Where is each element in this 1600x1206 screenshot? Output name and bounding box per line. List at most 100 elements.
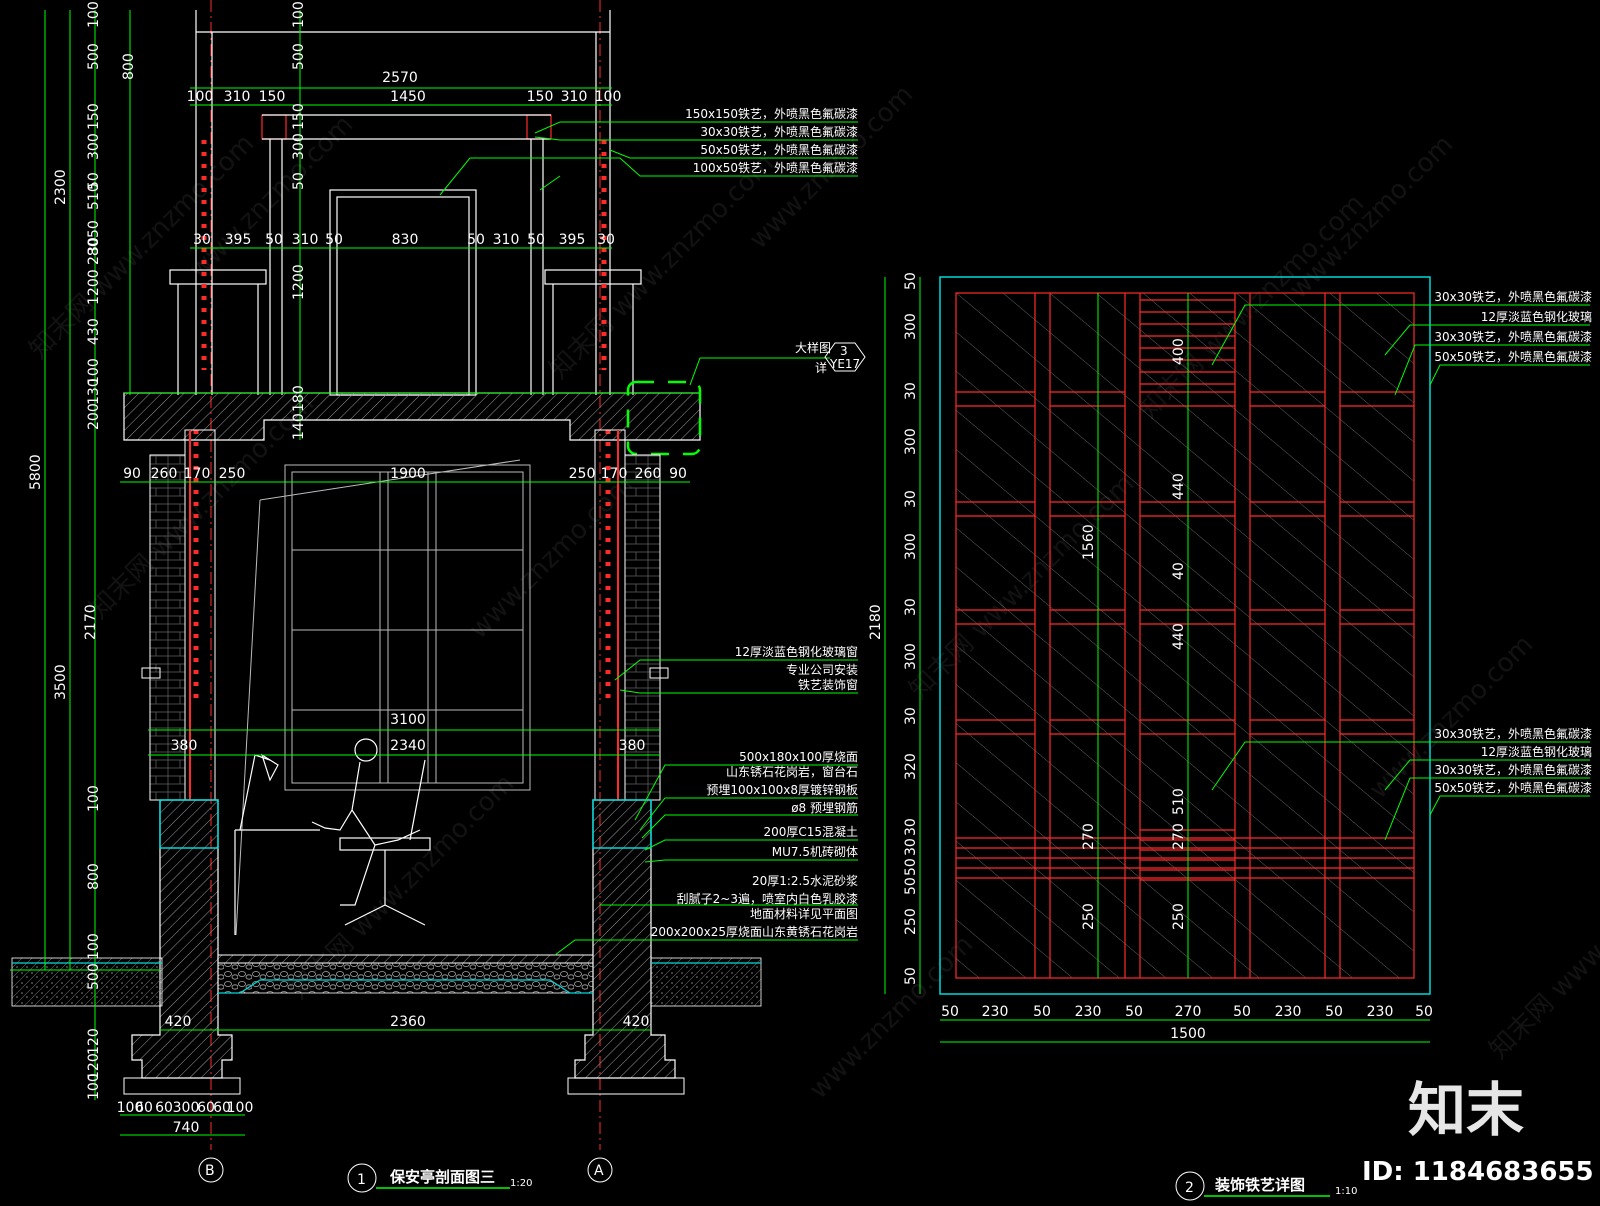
watermark-text: www.znzmo.com — [1284, 130, 1459, 305]
dim-left-small-1: 500 — [86, 43, 102, 70]
note-bottom-7: 刮腻子2~3遍，喷室内白色乳胶漆 — [677, 891, 858, 906]
axis-bubble-b — [198, 1157, 224, 1183]
dim-footing-1: 60 — [155, 1100, 173, 1116]
dim-detail-left-11: 30 — [903, 838, 919, 856]
note-bottom-4: 200厚C15混凝土 — [763, 824, 858, 839]
dim-top-row1-2: 150 — [259, 89, 286, 105]
callout-hexagon — [824, 342, 866, 372]
callout-sheet: YE17 — [829, 357, 860, 371]
dim-bottom-2: 420 — [623, 1014, 650, 1030]
detail-note-top-1: 12厚淡蓝色钢化玻璃 — [1481, 310, 1592, 324]
dim-detail-left-6: 30 — [903, 598, 919, 616]
dim-top-row1-1: 310 — [224, 89, 251, 105]
detail-scale: 1:10 — [1335, 1186, 1357, 1197]
dim-left-inner-0: 2170 — [83, 604, 99, 640]
dim-center-5: 1200 — [291, 264, 307, 300]
dim-detail-left-0: 50 — [903, 272, 919, 290]
dim-detail-left-15: 50 — [903, 967, 919, 985]
note-bottom-6: 20厚1:2.5水泥砂浆 — [752, 873, 858, 888]
detail-title: 装饰铁艺详图 — [1214, 1176, 1305, 1194]
dim-left-small-14: 800 — [86, 863, 102, 890]
dim-top-row3-6: 170 — [601, 466, 628, 482]
detail-note-top-0: 30x30铁艺，外喷黑色氟碳漆 — [1434, 290, 1592, 304]
dim-left-mid-0: 2300 — [53, 169, 69, 205]
section-title-number: 1 — [357, 1172, 366, 1188]
dim-detail-bottom-8: 50 — [1325, 1004, 1343, 1020]
note-mid-1: 专业公司安装 — [786, 662, 858, 677]
dim-top-row1-5: 310 — [561, 89, 588, 105]
dim-center-4: 50 — [291, 172, 307, 190]
dim-top-row5-0: 380 — [171, 738, 198, 754]
dim-detail-left-12: 50 — [903, 858, 919, 876]
dim-detail-bottom-7: 230 — [1275, 1004, 1302, 1020]
dim-left-small-10: 100 — [86, 358, 102, 385]
dim-left-small-5: 510 — [86, 183, 102, 210]
detail-view: 2 装饰铁艺详图 1:10 — [884, 276, 1590, 1201]
note-top-3: 100x50铁艺，外喷黑色氟碳漆 — [693, 161, 858, 175]
dim-left-mid-1: 3500 — [53, 664, 69, 700]
dim-left-small-19: 100 — [86, 1073, 102, 1100]
callout-number: 3 — [840, 344, 848, 358]
dim-bottom-1: 2360 — [390, 1014, 426, 1030]
dim-footing-2: 100 — [117, 1100, 144, 1116]
dim-top-row2-3: 310 — [292, 232, 319, 248]
detail-outer-frame — [939, 276, 1431, 995]
pergola-frame — [169, 10, 642, 396]
dim-left-small-11: 130 — [86, 378, 102, 405]
note-bottom-1: 山东锈石花岗岩，窗台石 — [726, 764, 858, 779]
dim-top-row2-4: 50 — [325, 232, 343, 248]
dim-detail-left-10: 30 — [903, 818, 919, 836]
dim-top-row5-1: 2340 — [390, 738, 426, 754]
dim-detail-inner-8: 270 — [1171, 823, 1187, 850]
note-leaders — [439, 121, 858, 956]
dim-detail-left-9: 320 — [903, 753, 919, 780]
dim-center-0: 100 — [291, 1, 307, 28]
dim-left-col-0: 800 — [121, 53, 137, 80]
section-view: B A 大样图 3 YE17 详 1 保安亭剖面图三 1:20 — [10, 0, 866, 1193]
dim-left-small-16: 500 — [86, 963, 102, 990]
brand-id: ID: 1184683655 — [1362, 1157, 1594, 1187]
dim-left-small-8: 30 — [86, 237, 102, 255]
dim-top-row2-8: 50 — [527, 232, 545, 248]
dim-detail-inner-2: 440 — [1171, 473, 1187, 500]
dim-detail-inner-1: 400 — [1171, 338, 1187, 365]
dim-top-row2-7: 310 — [493, 232, 520, 248]
dim-detail-left-5: 300 — [903, 533, 919, 560]
dim-top-row2-0: 30 — [193, 232, 211, 248]
dim-left-small-3: 300 — [86, 133, 102, 160]
dim-left-small-7: 280 — [86, 238, 102, 265]
dim-top-row3-4: 1900 — [390, 466, 426, 482]
dim-footing-4: 300 — [173, 1100, 200, 1116]
dim-top-row3-5: 250 — [569, 466, 596, 482]
side-walls — [141, 429, 669, 801]
dim-detail-left-3: 300 — [903, 428, 919, 455]
detail-note-bottom-3: 50x50铁艺，外喷黑色氟碳漆 — [1434, 781, 1592, 795]
foundation — [11, 799, 762, 1095]
dim-left-small-0: 100 — [86, 1, 102, 28]
dim-detail-left-1: 300 — [903, 313, 919, 340]
detail-title-bubble — [1175, 1171, 1205, 1201]
detail-inner-frame — [955, 292, 1415, 979]
dim-left-small-18: 120 — [86, 1053, 102, 1080]
dim-top-row2-6: 50 — [467, 232, 485, 248]
dim-detail-left-8: 30 — [903, 707, 919, 725]
roof-slab — [123, 380, 702, 456]
dim-left-small-9: 430 — [86, 318, 102, 345]
detail-note-bottom-0: 30x30铁艺，外喷黑色氟碳漆 — [1434, 727, 1592, 741]
dim-top-row2-10: 30 — [597, 232, 615, 248]
dim-detail-bottom-6: 50 — [1233, 1004, 1251, 1020]
dim-left-small-15: 100 — [86, 933, 102, 960]
dim-top-row2-2: 50 — [265, 232, 283, 248]
watermark-text: 知末网 www.znzmo.com — [1484, 829, 1600, 1065]
detail-note-top-2: 30x30铁艺，外喷黑色氟碳漆 — [1434, 330, 1592, 344]
iron-posts — [193, 140, 611, 705]
dim-left-small-6: 50 — [86, 220, 102, 238]
dim-left-small-12: 200 — [86, 403, 102, 430]
dim-detail-inner-7: 250 — [1081, 903, 1097, 930]
detail-note-bottom-2: 30x30铁艺，外喷黑色氟碳漆 — [1434, 763, 1592, 777]
dim-center-6: 140 — [291, 413, 307, 440]
dim-detail-width: 1500 — [1170, 1026, 1206, 1042]
section-title-bubble — [347, 1163, 377, 1193]
dim-center-2: 150 — [291, 103, 307, 130]
